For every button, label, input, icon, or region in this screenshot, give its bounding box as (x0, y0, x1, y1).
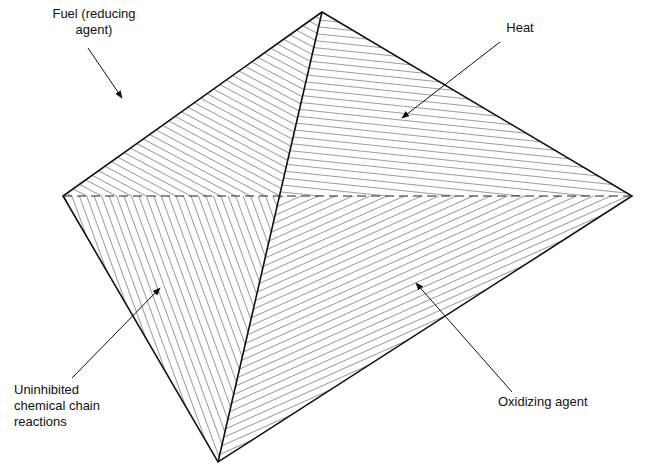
chain-reaction-label: Uninhibited chemical chain reactions (14, 382, 132, 430)
fuel-label: Fuel (reducing agent) (38, 6, 150, 38)
oxidizer-label: Oxidizing agent (498, 394, 638, 410)
heat-label: Heat (490, 20, 550, 36)
hidden-edge (63, 195, 632, 196)
leader-arrows (72, 42, 512, 392)
